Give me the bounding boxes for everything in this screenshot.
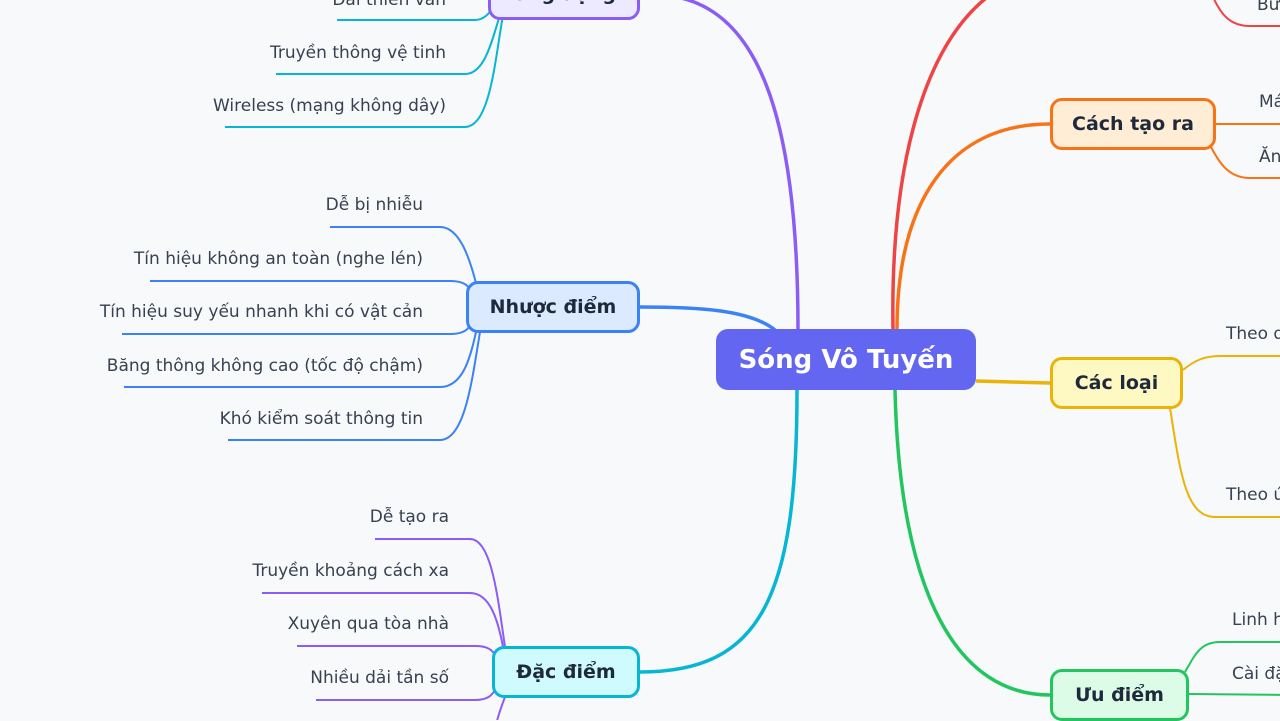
leaf-tin-hieu-khong-an-toan[interactable]: Tín hiệu không an toàn (nghe lén): [133, 249, 423, 269]
edge-red: [891, 0, 987, 331]
leaf-cac-loai-1[interactable]: Theo d: [1226, 324, 1280, 344]
leaf-xuyen-qua-toa-nha[interactable]: Xuyên qua tòa nhà: [287, 614, 449, 634]
edge-leaf: [1209, 144, 1280, 179]
edge-leaf: [1184, 641, 1280, 673]
leaf-uu-diem-1[interactable]: Linh h: [1232, 610, 1280, 630]
root-node[interactable]: Sóng Vô Tuyến: [716, 329, 976, 390]
leaf-truyen-thong-ve-tinh[interactable]: Truyền thông vệ tinh: [269, 43, 446, 63]
leaf-de-tao-ra[interactable]: Dễ tạo ra: [369, 507, 449, 527]
branch-ung-dung[interactable]: Ứng dụng: [488, 0, 640, 20]
leaf-de-bi-nhieu[interactable]: Dễ bị nhiễu: [325, 195, 423, 215]
leaf-truyen-khoang-cach-xa[interactable]: Truyền khoảng cách xa: [252, 561, 449, 581]
leaf-tin-hieu-suy-yeu[interactable]: Tín hiệu suy yếu nhanh khi có vật cản: [99, 302, 423, 322]
branch-uu-diem[interactable]: Ưu điểm: [1050, 669, 1189, 721]
edge-nhuoc-diem: [639, 305, 777, 332]
leaf-dai-thien-van[interactable]: Dải thiên văn: [332, 0, 446, 10]
edge-leaf: [276, 14, 501, 75]
edge-cac-loai: [975, 379, 1051, 385]
leaf-cac-loai-2[interactable]: Theo ứ: [1226, 485, 1280, 505]
edge-leaf: [375, 538, 506, 648]
leaf-uu-diem-2[interactable]: Cài đặ: [1232, 664, 1280, 684]
edge-ung-dung: [681, 0, 800, 331]
leaf-wireless[interactable]: Wireless (mạng không dây): [212, 96, 446, 116]
edge-leaf: [1188, 693, 1280, 696]
edge-leaf: [496, 696, 506, 720]
leaf-nhieu-dai-tan-so[interactable]: Nhiều dải tần số: [310, 668, 449, 688]
edge-dac-diem: [639, 389, 799, 674]
edge-leaf: [124, 331, 477, 388]
branch-cach-tao-ra[interactable]: Cách tạo ra: [1050, 98, 1216, 150]
edge-leaf: [1213, 0, 1280, 27]
leaf-bang-thong[interactable]: Băng thông không cao (tốc độ chậm): [106, 356, 423, 376]
edge-leaf: [122, 324, 471, 335]
leaf-cach-tao-ra-1[interactable]: Má: [1259, 92, 1280, 112]
edge-leaf: [297, 645, 496, 656]
branch-cac-loai[interactable]: Các loại: [1050, 357, 1183, 409]
edge-leaf: [1169, 407, 1280, 518]
edge-uu-diem: [893, 389, 1051, 697]
leaf-red-1[interactable]: Bư: [1257, 0, 1280, 15]
edge-leaf: [225, 14, 504, 128]
edge-leaf: [228, 331, 481, 441]
edge-leaf: [262, 592, 504, 648]
edge-cach-tao-ra: [895, 122, 1051, 331]
edge-leaf: [330, 226, 477, 284]
edge-leaf: [316, 689, 496, 701]
branch-nhuoc-diem[interactable]: Nhược điểm: [466, 281, 640, 333]
edge-leaf: [1182, 355, 1280, 371]
leaf-kho-kiem-soat[interactable]: Khó kiểm soát thông tin: [219, 409, 423, 429]
edge-leaf: [150, 280, 471, 291]
leaf-cach-tao-ra-2[interactable]: Ăn: [1259, 147, 1280, 167]
branch-dac-diem[interactable]: Đặc điểm: [492, 646, 640, 698]
